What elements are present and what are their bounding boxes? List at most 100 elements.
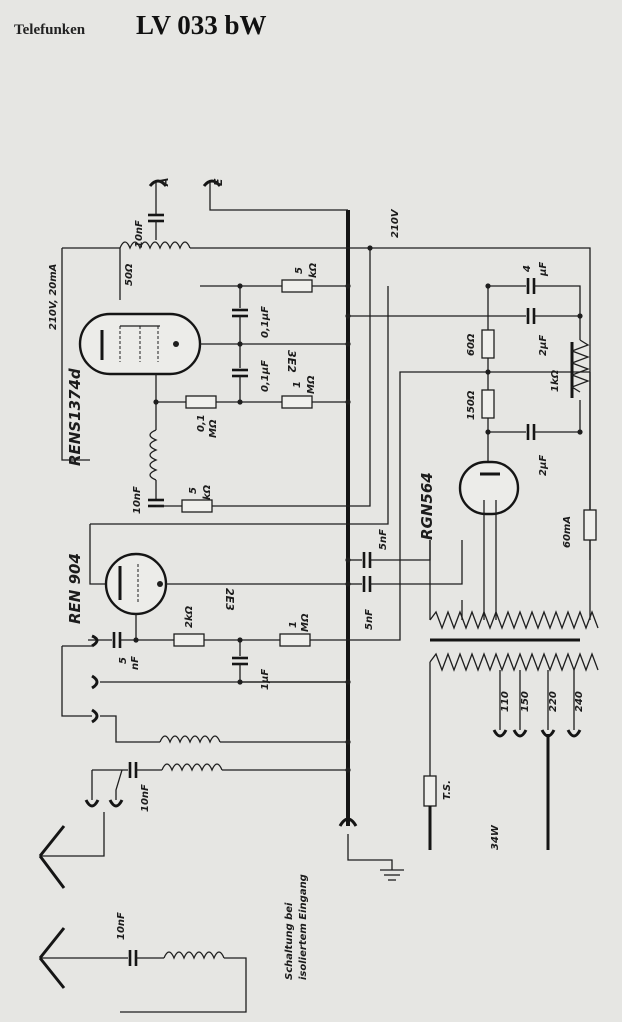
input-socket-3 (91, 708, 99, 724)
capacitor-10nf-mid (148, 498, 164, 508)
note-line2: isoliertem Eingang (298, 874, 309, 980)
ground-lead (347, 834, 393, 870)
transformer-primary (429, 652, 599, 672)
r150-label: 150Ω (466, 390, 477, 420)
capacitor-10nf-antenna (128, 762, 138, 778)
wire-ant-socket2 (115, 769, 123, 800)
r5k-top-value: 5 (294, 267, 305, 274)
capacitor-01uf-b (232, 368, 248, 378)
r1k-label: 1kΩ (550, 369, 561, 392)
wire-heater-ren (89, 524, 108, 585)
r5k-mid-unit: kΩ (202, 484, 213, 500)
transformer-secondary (429, 610, 599, 630)
capacitor-4uf (526, 278, 536, 294)
r50-label: 50Ω (124, 263, 135, 286)
antenna-label: A (158, 177, 171, 187)
antenna-socket (148, 179, 168, 187)
resistor-2k (173, 633, 205, 647)
wire-sec-taps (429, 540, 463, 620)
wire-alt-return (120, 957, 247, 1013)
heater-left-lead (61, 248, 90, 461)
resistor-5k-mid (181, 499, 213, 513)
fuse-label: 60mA (562, 516, 573, 548)
ground-terminal (338, 817, 358, 827)
capacitor-5nf-input (112, 632, 122, 648)
input-coil-top (119, 241, 191, 250)
antenna-symbol-main (38, 825, 66, 889)
model-title: LV 033 bW (136, 10, 267, 40)
input-socket-2 (91, 674, 99, 690)
capacitor-5nf-b (362, 576, 372, 592)
ant-socket-1 (84, 799, 100, 808)
r60-label: 60Ω (466, 333, 477, 356)
cap5nf-a-label: 5nF (378, 529, 389, 550)
earth-lead (209, 180, 348, 211)
tube-ren-label: REN 904 (66, 553, 84, 624)
cap-10nf-top-label: 10nF (134, 220, 145, 248)
earth-socket (202, 179, 222, 187)
line-210v-label: 210V (390, 208, 401, 238)
cap01b-label: 0,1μF (260, 360, 271, 392)
r1m-low-value: 1 (288, 621, 299, 628)
r5k-top-unit: kΩ (308, 262, 319, 278)
tap-socket-240[interactable] (566, 729, 582, 738)
capacitor-5nf-a (362, 552, 372, 568)
cap2uf-b-label: 2μF (538, 455, 549, 476)
capacitor-2uf-a (526, 308, 536, 324)
rens-pin (173, 341, 179, 347)
tube-rens-label: RENS1374d (66, 368, 84, 466)
wire-1uf-2 (239, 664, 348, 683)
ant-socket-2 (108, 799, 124, 808)
capacitor-2uf-b (526, 424, 536, 440)
cap5nf-in-value: 5 (118, 657, 129, 664)
tap-110: 110 (500, 691, 511, 712)
wire-input-3 (100, 715, 160, 743)
wire-supply-mid (90, 286, 389, 525)
earth-label: E (212, 178, 225, 186)
r01m-value: 0,1 (196, 414, 207, 432)
input-coil-alt (163, 951, 225, 960)
r5k-mid-value: 5 (188, 487, 199, 494)
wire-r01m (155, 374, 186, 403)
resistor-60 (481, 329, 495, 359)
cap5nf-in-unit: nF (130, 656, 141, 670)
tube-rgn564 (458, 460, 520, 516)
wire-rgn-filament (483, 512, 497, 620)
label-2e3: 2E3 (223, 588, 236, 611)
r1m-top-value: 1 (292, 381, 303, 388)
rating-label: 210V, 20mA (48, 264, 59, 330)
earth-ground-symbol (380, 869, 404, 881)
wire-input-loop (61, 646, 92, 717)
switch-ts (423, 775, 437, 807)
rgn-filament (483, 500, 497, 512)
capacitor-10nf-alt (128, 950, 138, 966)
tap-240: 240 (574, 691, 585, 712)
line-210v (190, 247, 591, 560)
r1m-top-unit: MΩ (306, 375, 317, 394)
cap2uf-a-label: 2μF (538, 335, 549, 356)
cap10nf-mid-label: 10nF (132, 486, 143, 514)
tap-socket-150[interactable] (512, 729, 528, 738)
tap-socket-110[interactable] (492, 729, 508, 738)
fuse-60ma (583, 509, 597, 541)
tube-rgn-label: RGN564 (418, 472, 436, 540)
junction-dots (133, 245, 583, 773)
resistor-1m-low (279, 633, 311, 647)
wire-r5k-mid-2 (212, 248, 371, 507)
r2k-label: 2kΩ (184, 605, 195, 628)
wire-5nf-b-2 (370, 540, 463, 585)
cap10nf-ant-label: 10nF (140, 784, 151, 812)
r1m-low-unit: MΩ (300, 613, 311, 632)
wire-antenna-main (40, 812, 105, 857)
resistor-01m (185, 395, 217, 409)
wire-2uf-b-2 (534, 400, 581, 433)
input-coil-1 (159, 735, 221, 744)
wire-taps (499, 670, 575, 730)
resistor-150 (481, 389, 495, 419)
capacitor-01uf-a (232, 308, 248, 318)
wire-4uf-2 (534, 285, 581, 340)
tap-220: 220 (548, 691, 559, 712)
cap01a-label: 0,1μF (260, 306, 271, 338)
cap4uf-unit: μF (538, 262, 549, 277)
